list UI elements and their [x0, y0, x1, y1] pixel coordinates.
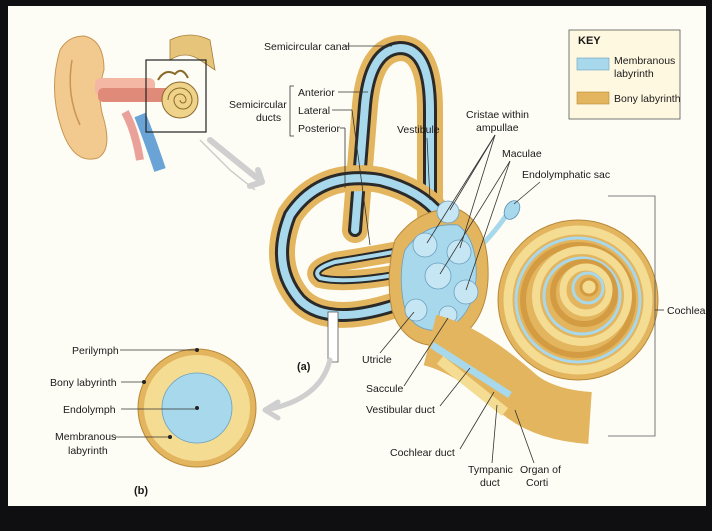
label-cristae-2: ampullae [476, 122, 519, 134]
label-endolymphatic-sac: Endolymphatic sac [522, 169, 610, 181]
label-vestibular-duct: Vestibular duct [366, 404, 435, 416]
key-bony: Bony labyrinth [614, 93, 681, 105]
label-cochlear-duct: Cochlear duct [390, 447, 455, 459]
label-maculae: Maculae [502, 148, 542, 160]
label-utricle: Utricle [362, 354, 392, 366]
label-tympanic-2: duct [480, 477, 500, 489]
label-organ-2: Corti [526, 477, 548, 489]
label-endolymph: Endolymph [63, 404, 116, 416]
key-membranous-1: Membranous [614, 55, 675, 67]
label-semicircular-canal: Semicircular canal [264, 41, 350, 53]
bottom-bar [0, 506, 712, 531]
label-vestibule: Vestibule [397, 124, 440, 136]
legend-key: KEY Membranous labyrinth Bony labyrinth [569, 30, 681, 119]
label-semicircular-ducts-1: Semicircular [229, 99, 287, 111]
label-organ-1: Organ of [520, 464, 561, 476]
label-part-a: (a) [297, 361, 311, 373]
key-swatch-bony [577, 92, 609, 104]
key-swatch-membranous [577, 58, 609, 70]
key-membranous-2: labyrinth [614, 68, 654, 80]
label-membranous-2: labyrinth [68, 445, 108, 457]
label-membranous-1: Membranous [55, 431, 116, 443]
label-cochlea: Cochlea [667, 305, 706, 317]
cross-section [138, 348, 256, 467]
label-cristae-1: Cristae within [466, 109, 529, 121]
label-posterior: Posterior [298, 123, 341, 135]
label-lateral: Lateral [298, 105, 330, 117]
key-title: KEY [578, 35, 601, 47]
label-semicircular-ducts-2: ducts [256, 112, 281, 124]
label-bony-labyrinth: Bony labyrinth [50, 377, 117, 389]
label-anterior: Anterior [298, 87, 335, 99]
label-saccule: Saccule [366, 383, 404, 395]
label-part-b: (b) [134, 485, 148, 497]
label-perilymph: Perilymph [72, 345, 119, 357]
label-tympanic-1: Tympanic [468, 464, 513, 476]
cochlea-spiral [498, 220, 658, 380]
